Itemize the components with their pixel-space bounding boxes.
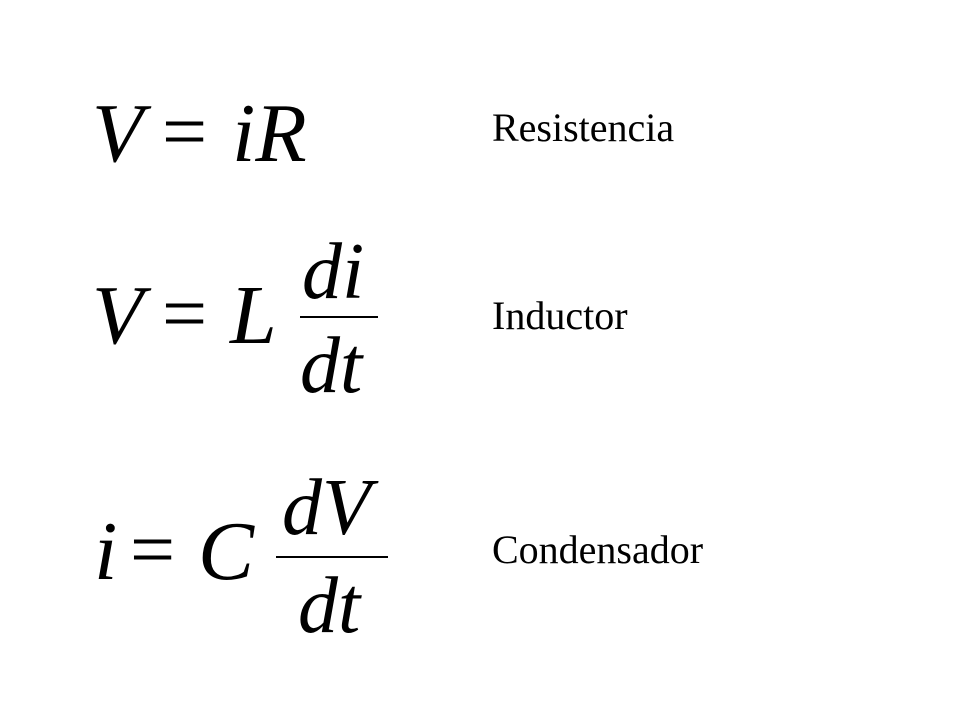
label-inductor: Inductor xyxy=(492,293,628,338)
eq2-equals: = xyxy=(162,270,208,358)
eq3-numerator: dV xyxy=(282,464,371,552)
eq1-lhs: V xyxy=(92,87,144,180)
eq1-rhs: iR xyxy=(232,87,307,180)
eq2-denominator: dt xyxy=(300,322,363,410)
eq3-fraction-bar xyxy=(276,556,388,558)
eq3-coef: C xyxy=(198,505,255,598)
eq1-equals: = xyxy=(162,88,208,176)
eq3-equals: = xyxy=(130,506,176,594)
eq3-lhs: i xyxy=(94,505,118,598)
label-resistor: Resistencia xyxy=(492,105,675,150)
eq3-denominator: dt xyxy=(298,562,361,650)
eq2-numerator: di xyxy=(302,228,365,316)
eq2-lhs: V xyxy=(92,269,144,362)
eq2-coef: L xyxy=(230,269,277,362)
label-capacitor: Condensador xyxy=(492,527,704,572)
eq2-fraction-bar xyxy=(300,316,378,318)
